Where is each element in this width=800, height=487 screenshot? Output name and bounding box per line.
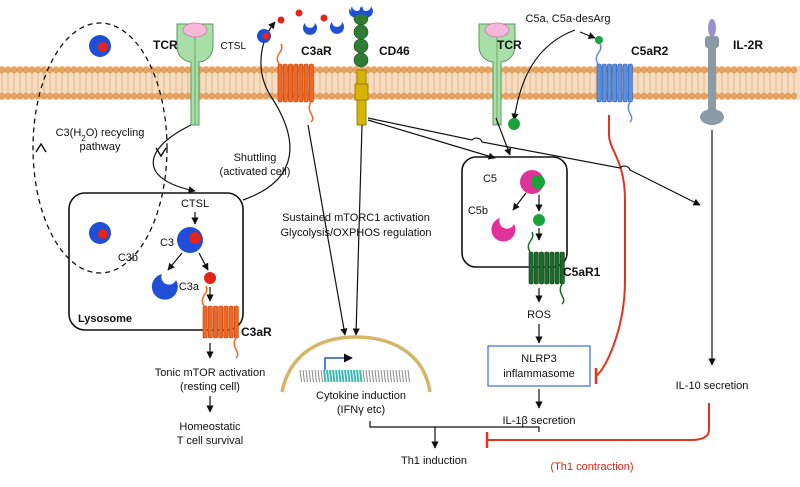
- tonic-mtor-label-line2: (resting cell): [180, 381, 240, 393]
- cell-membrane: [0, 66, 800, 100]
- c3-label: C3: [160, 237, 174, 249]
- tcr-left-receptor-icon: [176, 22, 214, 126]
- recycling-label-line2: pathway: [80, 141, 121, 153]
- nlrp3-label-line1: NLRP3: [521, 353, 556, 365]
- tcr-right-label: TCR: [497, 38, 522, 52]
- c5-label: C5: [483, 173, 497, 185]
- c5ar1-label: C5aR1: [563, 265, 601, 279]
- c3-lysosome-icon: [177, 227, 203, 253]
- c3a-label: C3a: [179, 281, 200, 293]
- c5ar1-receptor-icon: [527, 231, 565, 305]
- c3-recycled-icon: [89, 222, 111, 244]
- tcr-left-label: TCR: [153, 38, 178, 52]
- recycling-label-line1: C3(H2O) recycling: [56, 127, 145, 143]
- ros-label: ROS: [527, 309, 551, 321]
- il1b-label: IL-1β secretion: [503, 415, 576, 427]
- c3ar-lysosome-receptor-icon: [201, 285, 239, 359]
- c5-compartment: C5 C5b: [461, 156, 568, 305]
- th1-induction-label: Th1 induction: [401, 455, 467, 467]
- c3-recycling-pathway: C3(H2O) recycling pathway: [32, 22, 168, 274]
- c3ar-top-receptor-icon: [276, 43, 314, 123]
- c3a-fragment-icon: [204, 272, 216, 284]
- cytokine-label-line2: (IFNγ etc): [337, 404, 385, 416]
- sustained-mtorc1-label-line1: Sustained mTORC1 activation: [282, 212, 430, 224]
- cd46-label: CD46: [379, 44, 410, 58]
- homeostatic-label-line1: Homeostatic: [179, 421, 241, 433]
- ctsl-small-label: CTSL: [220, 41, 246, 52]
- c3ar-lysosome-label: C3aR: [241, 325, 272, 339]
- c5b-fragment-icon: [491, 218, 516, 242]
- il2r-receptor-icon: [700, 19, 724, 125]
- il10-label: IL-10 secretion: [676, 380, 749, 392]
- c5a-ligand-icon: [595, 36, 603, 44]
- lysosome-label: Lysosome: [78, 313, 132, 325]
- shuttling-label-line2: (activated cell): [220, 166, 291, 178]
- tonic-mtor-label-line1: Tonic mTOR activation: [155, 367, 265, 379]
- ctsl-lysosome-label: CTSL: [181, 198, 209, 210]
- nlrp3-box: [487, 345, 591, 387]
- cytokine-label-line1: Cytokine induction: [316, 390, 406, 402]
- c5a-label: C5a, C5a-desArg: [526, 13, 611, 25]
- c5ar2-receptor-icon: [595, 43, 633, 123]
- c5-molecule-icon: [520, 170, 545, 194]
- c3b-fragment-icon: [151, 274, 178, 300]
- th1-contraction-label: (Th1 contraction): [550, 461, 633, 473]
- tcr-right-receptor-icon: [478, 22, 516, 126]
- sustained-mtorc1-label-line2: Glycolysis/OXPHOS regulation: [281, 227, 432, 239]
- lysosome-compartment: Lysosome CTSL C3 C3b C3a C3aR: [68, 192, 272, 359]
- c5a-membrane-icon: [508, 118, 520, 130]
- cd46-receptor-icon: [350, 6, 373, 126]
- c3ar-top-label: C3aR: [301, 44, 332, 58]
- shuttling-label-line1: Shuttling: [234, 152, 277, 164]
- c5ar2-label: C5aR2: [631, 44, 669, 58]
- c3-molecule-icon: [89, 35, 111, 57]
- c5a-intracellular-icon: [533, 214, 545, 226]
- nucleus-dna-icon: [280, 335, 432, 393]
- homeostatic-label-line2: T cell survival: [177, 435, 243, 447]
- il2r-label: IL-2R: [733, 38, 763, 52]
- nlrp3-label-line2: inflammasome: [503, 368, 575, 380]
- c5b-label: C5b: [468, 205, 488, 217]
- c3b-label: C3b: [118, 252, 138, 264]
